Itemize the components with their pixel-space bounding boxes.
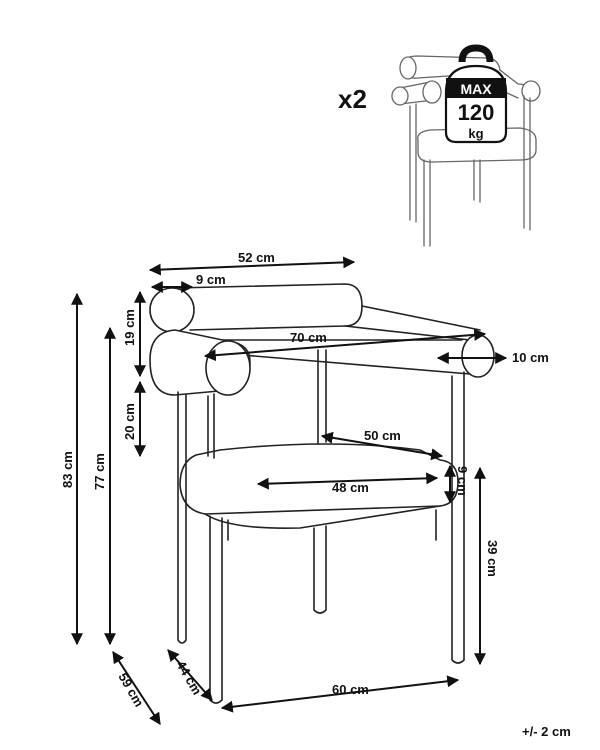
dim-armrest-diameter-top: 9 cm xyxy=(196,272,226,287)
dim-arm-to-seat: 20 cm xyxy=(122,403,137,440)
dim-seat-width: 48 cm xyxy=(332,480,369,495)
dim-inner-width: 70 cm xyxy=(290,330,327,345)
max-load-unit: kg xyxy=(468,126,483,141)
dim-total-height: 83 cm xyxy=(60,451,75,488)
dim-backrest-height: 19 cm xyxy=(122,309,137,346)
max-load-value: 120 xyxy=(458,100,495,125)
dim-armrest-diameter: 10 cm xyxy=(512,350,549,365)
dim-seat-thickness: 9 cm xyxy=(455,466,470,496)
max-label: MAX xyxy=(460,81,492,97)
dimension-arrows xyxy=(71,256,508,726)
dim-seat-depth: 50 cm xyxy=(364,428,401,443)
tolerance-note: +/- 2 cm xyxy=(522,724,571,739)
max-load-badge: MAX 120 kg xyxy=(444,44,508,144)
dim-armrest-height: 77 cm xyxy=(92,453,107,490)
dim-total-depth: 59 cm xyxy=(115,670,146,709)
quantity-label: x2 xyxy=(338,84,367,114)
dim-seat-height: 39 cm xyxy=(485,540,500,577)
dim-total-width: 52 cm xyxy=(238,250,275,265)
dim-depth-left: 44 cm xyxy=(173,658,204,697)
dim-total-length: 60 cm xyxy=(332,682,369,697)
